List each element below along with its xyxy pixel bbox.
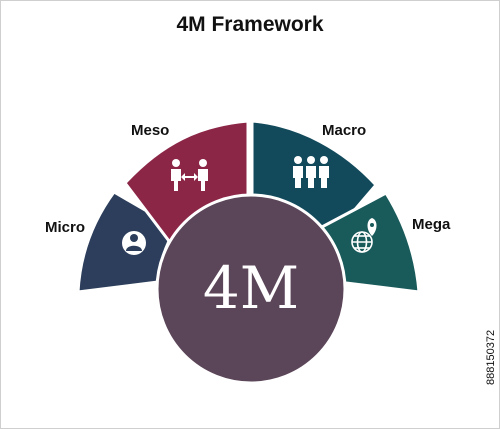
group-of-people-icon xyxy=(293,156,329,188)
center-circle xyxy=(155,193,347,385)
label-macro: Macro xyxy=(322,122,367,139)
center-label: 4M xyxy=(203,254,299,322)
globe-location-pin-icon xyxy=(351,218,377,253)
diagram-title: 4M Framework xyxy=(176,13,324,36)
person-in-circle-icon xyxy=(122,231,146,255)
side-code: 888150372 xyxy=(485,329,497,385)
label-meso: Meso xyxy=(131,122,170,139)
two-people-exchange-icon xyxy=(171,159,208,191)
label-micro: Micro xyxy=(45,219,86,236)
label-mega: Mega xyxy=(412,216,451,233)
